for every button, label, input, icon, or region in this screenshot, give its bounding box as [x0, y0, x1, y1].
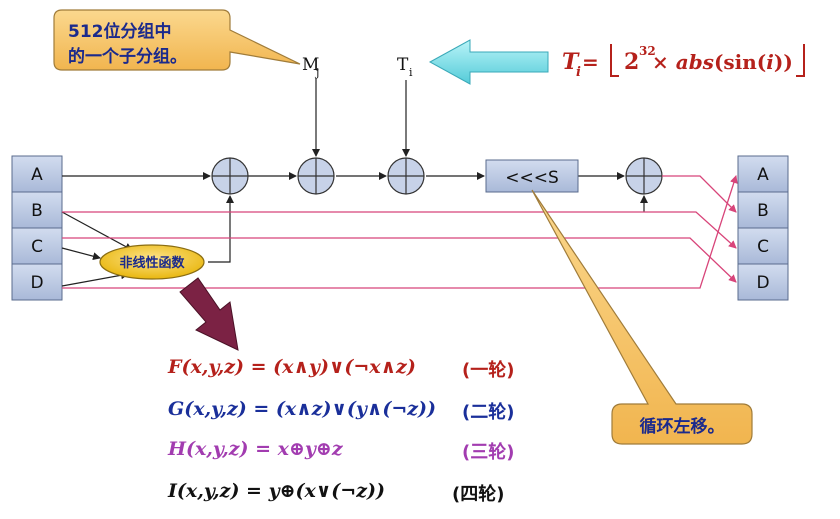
formula-f: F(x,y,z) = (x∧y)∨(¬x∧z)	[168, 356, 416, 378]
a-datapath	[61, 78, 648, 287]
right-register-c-label: C	[757, 237, 769, 257]
ti-formula-args: (sin(	[714, 50, 766, 74]
rotate-callout-label: 循环左移。	[640, 416, 725, 437]
ti-formula-eq: =	[582, 50, 599, 74]
adder-3	[387, 157, 425, 195]
formula-i-round: (四轮)	[452, 484, 505, 505]
right-register-b-label: B	[757, 201, 769, 221]
formula-f-round: (一轮)	[462, 360, 515, 381]
left-registers: A B C D	[11, 155, 63, 301]
mj-label-sub: j	[314, 66, 319, 79]
formula-g-round: (二轮)	[462, 402, 515, 423]
ti-formula-lhs: T	[562, 49, 580, 75]
mj-label: M j	[302, 55, 319, 79]
left-register-c-label: C	[31, 237, 43, 257]
cyan-left-arrow	[428, 39, 549, 85]
adder-4	[625, 157, 663, 195]
ti-formula-exp: 32	[639, 44, 656, 58]
big-down-arrow	[179, 277, 239, 351]
ti-formula-lhs-sub: i	[576, 65, 581, 80]
nonlinear-function: 非线性函数	[99, 244, 205, 280]
ti-label: T i	[397, 55, 413, 79]
right-register-c	[737, 227, 789, 265]
left-register-a	[11, 155, 63, 193]
subgroup-callout-line2: 的一个子分组。	[68, 46, 187, 67]
nonlinear-function-label: 非线性函数	[119, 255, 185, 271]
svg-text:× abs(sin(i)): × abs(sin(i))	[652, 50, 793, 74]
ti-formula-base: 2	[624, 49, 639, 75]
adders	[211, 157, 663, 195]
right-register-b	[737, 191, 789, 229]
ti-formula-close: ))	[774, 50, 793, 74]
ti-label-sub: i	[409, 66, 413, 79]
adder-2	[297, 157, 335, 195]
right-register-d-label: D	[756, 273, 769, 293]
mj-label-main: M	[302, 55, 319, 75]
formula-h: H(x,y,z) = x⊕y⊕z	[168, 438, 343, 460]
left-rotate-label: <<<S	[505, 168, 559, 188]
ti-formula-mul: ×	[652, 50, 676, 74]
left-rotate-box: <<<S	[485, 159, 579, 193]
formula-i: I(x,y,z) = y⊕(x∨(¬z))	[168, 480, 385, 502]
left-register-b-label: B	[31, 201, 43, 221]
subgroup-callout: 512位分组中 的一个子分组。	[53, 9, 301, 71]
right-register-a-label: A	[757, 165, 769, 185]
right-register-a	[737, 155, 789, 193]
formula-g: G(x,y,z) = (x∧z)∨(y∧(¬z))	[168, 398, 437, 420]
right-register-d	[737, 263, 789, 301]
left-register-a-label: A	[31, 165, 43, 185]
ti-formula: T i = 2 32 × abs(sin(i))	[562, 44, 805, 80]
pink-permutation-lines	[62, 175, 738, 289]
subgroup-callout-line1: 512位分组中	[68, 21, 172, 42]
formula-h-round: (三轮)	[462, 442, 515, 463]
adder-1	[211, 157, 249, 195]
left-register-d-label: D	[30, 273, 43, 293]
left-register-d	[11, 263, 63, 301]
ti-label-main: T	[397, 55, 409, 75]
ti-formula-func: abs	[676, 50, 714, 74]
right-registers: A B C D	[737, 155, 789, 301]
ti-formula-i: i	[766, 50, 774, 74]
rotate-callout: 循环左移。	[531, 189, 753, 445]
